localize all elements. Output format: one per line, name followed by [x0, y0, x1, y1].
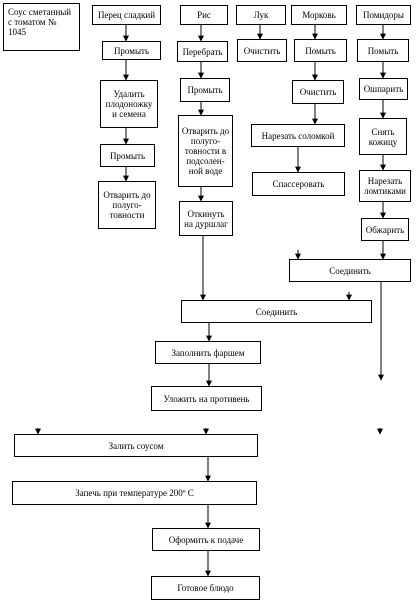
step-serve: Оформить к подаче: [152, 528, 260, 551]
step-pepper-remove-seeds: Удалить плодоножку и семена: [100, 80, 158, 128]
step-tomato-fry: Обжарить: [361, 218, 409, 241]
step-carrot-wash: Помыть: [294, 39, 347, 62]
step-rice-sort: Перебрать: [177, 41, 228, 62]
step-sauce: Залить соусом: [14, 434, 258, 457]
step-stuff: Заполнить фаршем: [155, 341, 261, 364]
ingredient-carrot: Морковь: [291, 5, 347, 25]
ingredient-onion: Лук: [236, 5, 286, 25]
step-pepper-boil: Отварить до полуго-товности: [98, 181, 156, 229]
step-pepper-wash: Промыть: [102, 41, 161, 60]
step-combine-big: Соединить: [181, 300, 372, 323]
step-bake: Запечь при температуре 200º С: [12, 481, 257, 505]
step-onion-clean: Очистить: [237, 39, 287, 62]
step-carrot-clean: Очистить: [292, 80, 344, 104]
ingredient-tomato: Помидоры: [356, 5, 411, 25]
step-rice-wash: Промыть: [180, 78, 230, 102]
ingredient-pepper: Перец сладкий: [92, 5, 161, 25]
ingredient-rice: Рис: [180, 5, 228, 25]
step-combine-small: Соединить: [289, 259, 411, 282]
recipe-title: Соус сметанный с томатом № 1045: [8, 7, 72, 37]
step-done: Готовое блюдо: [151, 576, 260, 600]
step-tomato-scald: Ошпарить: [359, 78, 408, 100]
step-tomato-wash: Помыть: [357, 39, 409, 62]
step-pepper-wash-2: Промыть: [100, 144, 155, 167]
step-rice-drain: Откинуть на дуршлаг: [179, 201, 233, 236]
step-tomato-slice: Нарезать ломтиками: [359, 170, 411, 202]
step-rice-boil: Отварить до полуго-товности в подсолен-н…: [178, 115, 233, 187]
step-saute: Спассеровать: [252, 172, 345, 196]
recipe-title-box: Соус сметанный с томатом № 1045: [3, 3, 80, 51]
step-tomato-peel: Снять кожицу: [359, 118, 407, 155]
step-tray: Уложить на противень: [151, 386, 262, 411]
step-cut-strips: Нарезать соломкой: [251, 124, 345, 147]
